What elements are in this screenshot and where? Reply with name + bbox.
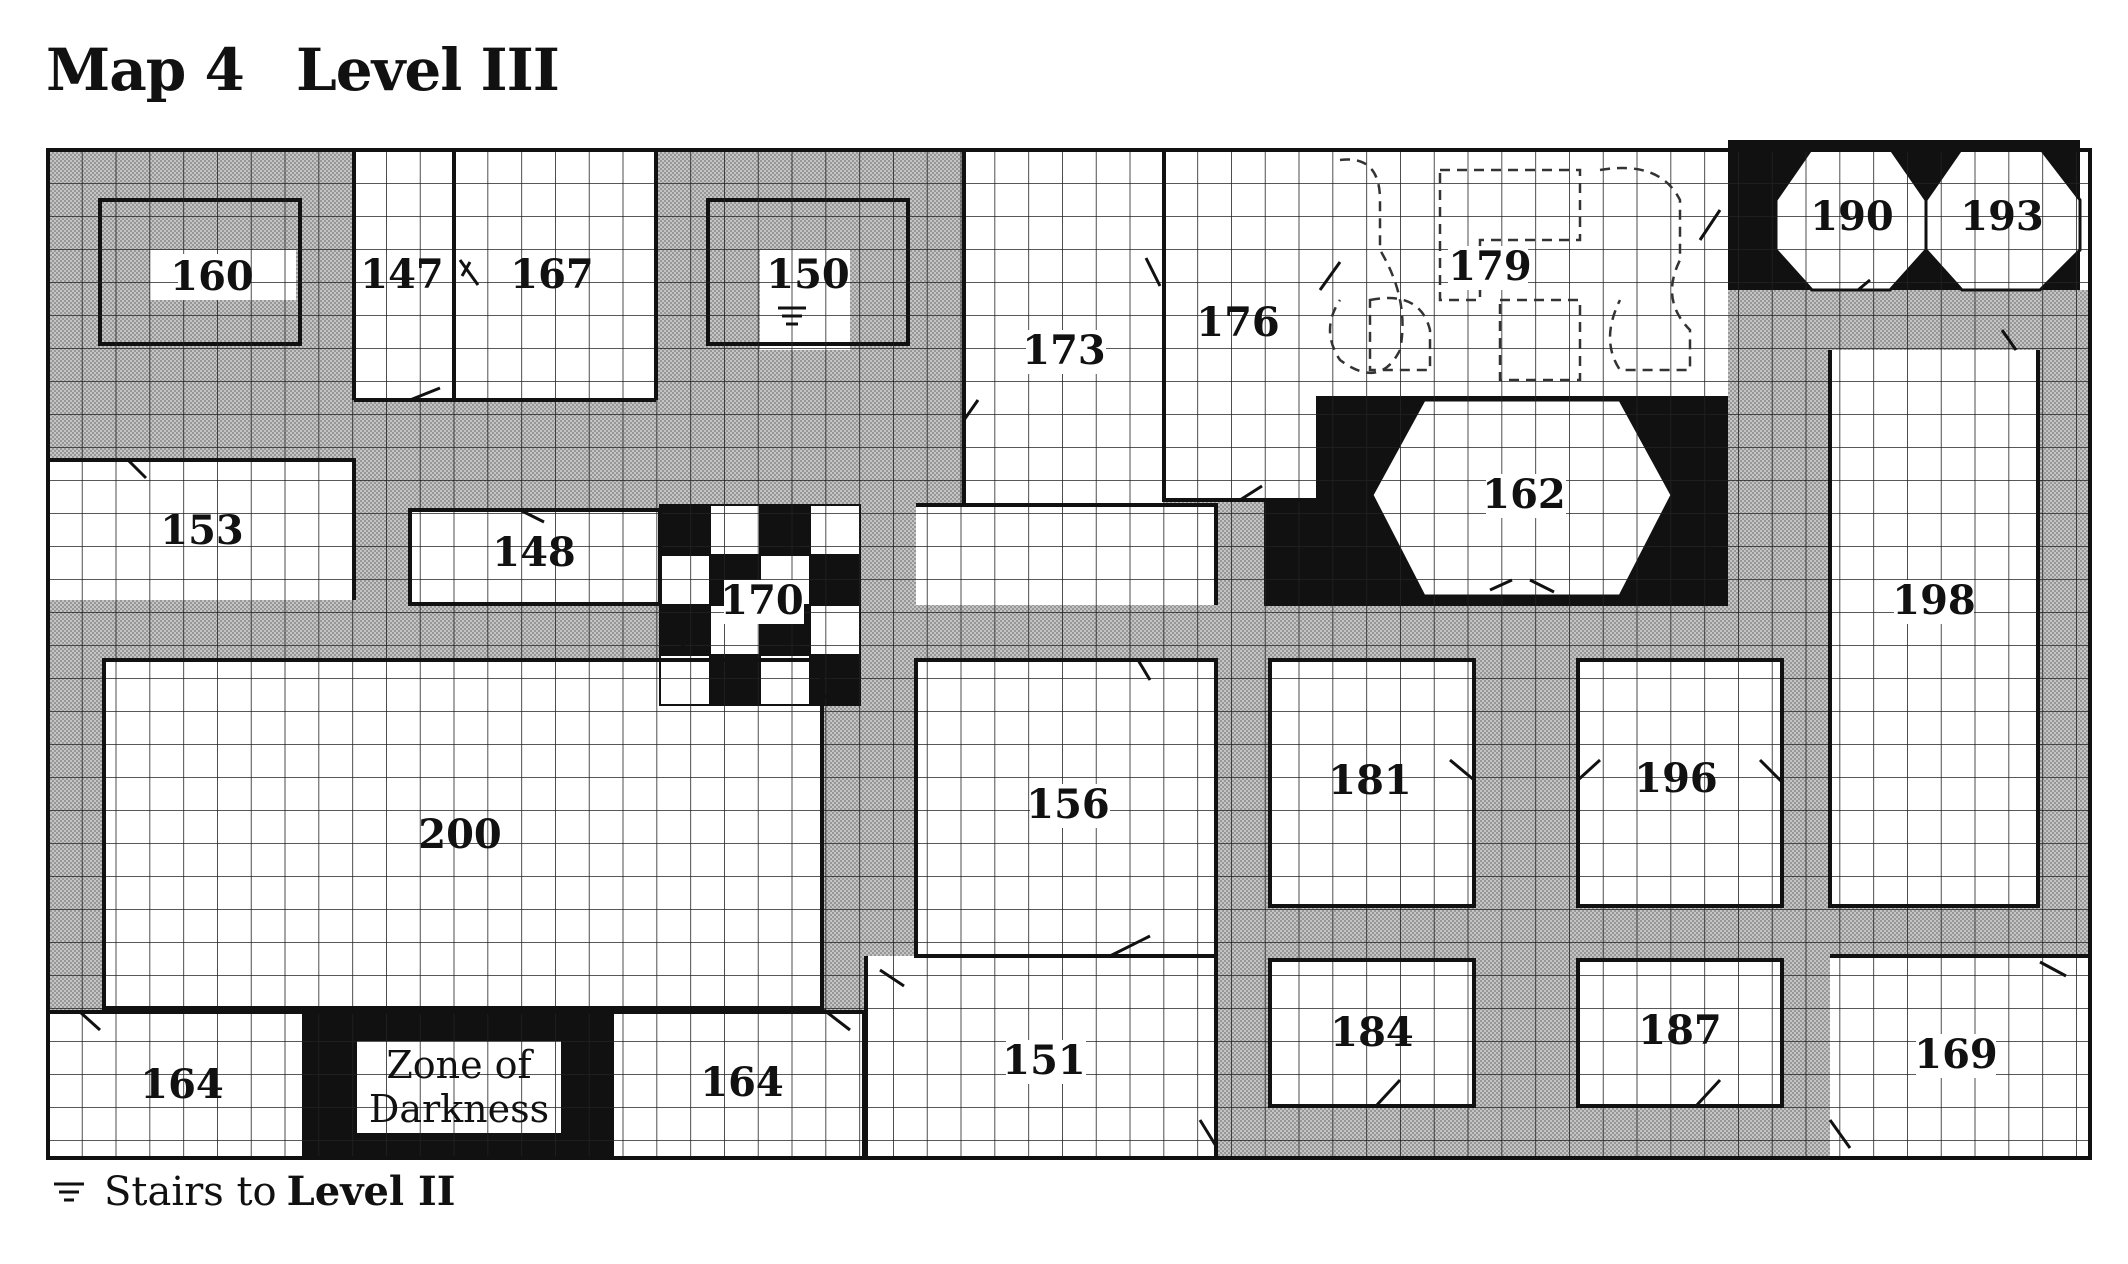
room-label-181: 181 — [1328, 757, 1412, 804]
zone-of-darkness-label: Zone of Darkness — [369, 1043, 549, 1131]
room-label-200: 200 — [418, 811, 502, 858]
room-label-156: 156 — [1026, 781, 1110, 828]
legend-text: Stairs to — [104, 1168, 277, 1215]
room-label-169: 169 — [1914, 1031, 1998, 1078]
room-label-162: 162 — [1482, 471, 1566, 518]
room-label-190: 190 — [1810, 193, 1894, 240]
legend-level: Level II — [286, 1168, 456, 1215]
room-179-dashed-shapes — [1328, 158, 1692, 382]
map-number: Map 4 — [46, 36, 245, 104]
room-labels: 160 147 167 150 173 176 179 190 193 153 … — [140, 193, 2044, 1108]
room-label-164-left: 164 — [140, 1061, 224, 1108]
level-title: Level III — [296, 36, 560, 104]
zone-line-2: Darkness — [369, 1087, 549, 1131]
room-label-196: 196 — [1634, 755, 1718, 802]
room-label-167: 167 — [510, 251, 594, 298]
stairs-icon — [54, 1182, 84, 1201]
room-label-184: 184 — [1330, 1009, 1414, 1056]
room-label-160: 160 — [170, 253, 254, 300]
room-label-176: 176 — [1196, 299, 1280, 346]
legend: Stairs to Level II — [52, 1168, 455, 1215]
room-label-150: 150 — [766, 251, 850, 298]
room-label-151: 151 — [1002, 1037, 1086, 1084]
room-label-153: 153 — [160, 507, 244, 554]
walls — [46, 148, 2092, 1160]
room-label-148: 148 — [492, 529, 576, 576]
room-label-187: 187 — [1638, 1007, 1722, 1054]
door-marks — [78, 209, 2067, 1149]
room-label-164-right: 164 — [700, 1059, 784, 1106]
room-label-147: 147 — [360, 251, 444, 298]
zone-line-1: Zone of — [386, 1043, 534, 1087]
room-label-173: 173 — [1022, 327, 1106, 374]
room-label-193: 193 — [1960, 193, 2044, 240]
room-label-198: 198 — [1892, 577, 1976, 624]
room-label-179: 179 — [1448, 243, 1532, 290]
room-label-170: 170 — [720, 577, 804, 624]
stairs-icon — [778, 306, 806, 326]
map-grid — [48, 150, 2090, 1158]
